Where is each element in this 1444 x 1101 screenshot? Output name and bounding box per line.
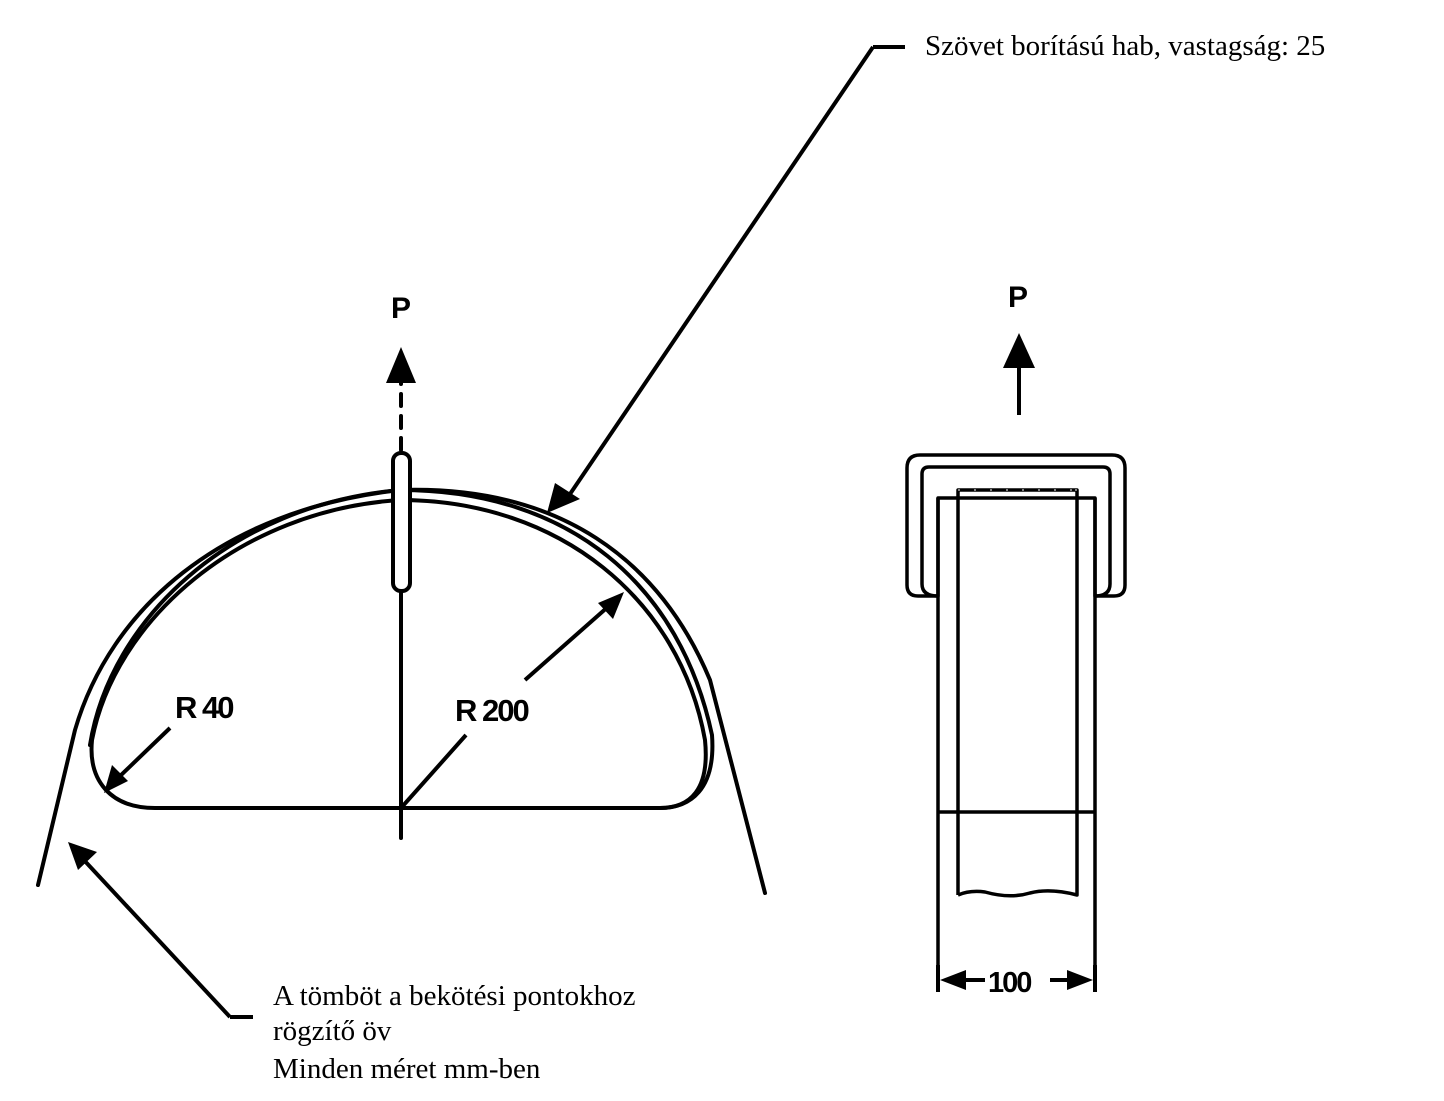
- side-view: [905, 365, 1127, 990]
- strap-arrowhead-icon: [68, 842, 97, 870]
- r40-leader: [116, 726, 172, 780]
- side-force-arrowhead-icon: [1003, 333, 1035, 368]
- side-force-label: P: [1008, 281, 1028, 314]
- front-force-label: P: [391, 292, 411, 325]
- side-block: [956, 488, 1079, 898]
- radius-small-label: R 40: [175, 690, 233, 725]
- width-label: 100: [988, 967, 1031, 999]
- r200-arrowhead-icon: [598, 592, 624, 619]
- strap-label-line2: rögzítő öv: [273, 1015, 392, 1047]
- front-force-arrowhead-icon: [386, 347, 416, 383]
- front-view: [36, 368, 767, 895]
- strap-leader: [80, 856, 253, 1019]
- radius-large-label: R 200: [455, 693, 528, 728]
- width-arrow-left-icon: [940, 970, 966, 990]
- r200-leader: [399, 603, 612, 810]
- units-note: Minden méret mm-ben: [273, 1053, 541, 1085]
- width-arrow-right-icon: [1067, 970, 1093, 990]
- strap-label-line1: A tömböt a bekötési pontokhoz: [273, 980, 636, 1012]
- foam-arrowhead-icon: [547, 483, 580, 513]
- r40-arrowhead-icon: [104, 765, 128, 793]
- side-foam-outline: [920, 496, 1112, 598]
- foam-leader: [566, 45, 905, 499]
- load-attachment-slot: [391, 451, 412, 593]
- side-strap-cover-outer: [905, 453, 1127, 598]
- side-strap-cover-inner: [920, 465, 1112, 584]
- foam-outer-surface: [88, 488, 715, 810]
- foam-label: Szövet borítású hab, vastagság: 25: [925, 30, 1325, 62]
